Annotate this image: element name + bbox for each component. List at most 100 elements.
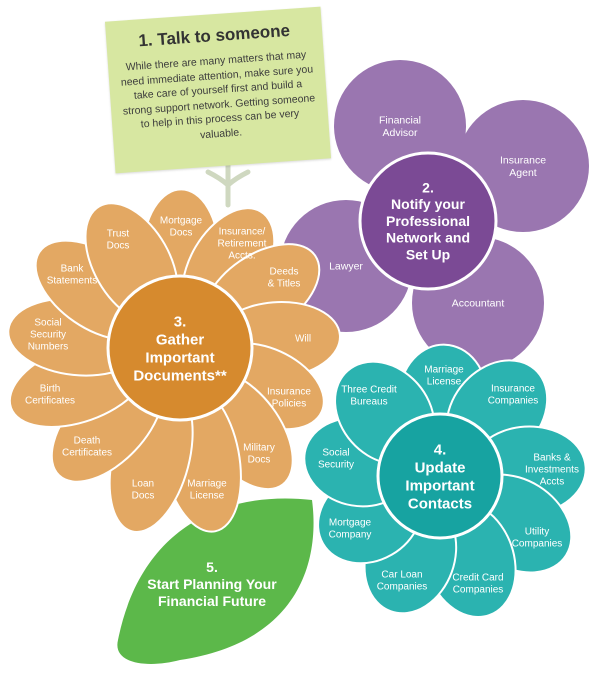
petal-marriage-license-label-line: License <box>190 491 225 502</box>
petal-marriage-license-contact-label-line: Marriage <box>424 364 464 375</box>
petal-car-loan-companies-label-line: Car Loan <box>381 569 422 580</box>
flower-center-label-line: 4. <box>434 441 447 458</box>
petal-lawyer-label: Lawyer <box>329 261 363 273</box>
petal-social-security-numbers-label-line: Security <box>30 330 66 341</box>
petal-insurance-retirement-label-line: Retirement <box>218 239 267 250</box>
flower-center-label-line: Update <box>415 459 466 476</box>
petal-birth-certificates-label-line: Birth <box>40 383 61 394</box>
petal-social-security-numbers-label-line: Numbers <box>28 342 69 353</box>
flower-center-label-line: Documents** <box>133 367 227 384</box>
petal-death-certificates-label-line: Death <box>74 435 101 446</box>
petal-financial-advisor-label-line: Financial <box>379 114 421 126</box>
step5-label-line: 5. <box>206 559 218 575</box>
petal-lawyer-label-line: Lawyer <box>329 261 363 273</box>
petal-mortgage-docs-label-line: Docs <box>170 228 193 239</box>
flower-center-label-line: Contacts <box>408 495 472 512</box>
flower-center-circle <box>376 412 504 540</box>
petal-insurance-policies-label-line: Policies <box>272 399 306 410</box>
petal-will-label: Will <box>295 334 311 345</box>
flower-center-label-line: 3. <box>174 313 187 330</box>
petal-military-docs-label-line: Docs <box>248 455 271 466</box>
flower-center-label-line: 2. <box>422 179 434 195</box>
petal-marriage-license-contact-label-line: License <box>427 377 462 388</box>
petal-social-security-label-line: Security <box>318 460 354 471</box>
petal-bank-statements-label-line: Bank <box>61 263 85 274</box>
petal-loan-docs-label-line: Loan <box>132 478 154 489</box>
petal-trust-docs-label-line: Docs <box>107 241 130 252</box>
petal-financial-advisor-label-line: Advisor <box>382 127 418 139</box>
petal-death-certificates-label-line: Certificates <box>62 448 112 459</box>
petal-social-security-label-line: Social <box>322 447 349 458</box>
petal-insurance-retirement-label-line: Insurance/ <box>219 226 266 237</box>
petal-loan-docs-label-line: Docs <box>132 491 155 502</box>
petal-birth-certificates-label-line: Certificates <box>25 396 75 407</box>
step5-label-line: Start Planning Your <box>147 576 277 592</box>
flower-center-label-line: Notify your <box>391 196 465 212</box>
flower-center-label-line: Professional <box>386 213 470 229</box>
petal-insurance-agent-label-line: Agent <box>509 167 537 179</box>
petal-banks-investments-label-line: Investments <box>525 465 579 476</box>
petal-will-label-line: Will <box>295 334 311 345</box>
flower-center-circle <box>106 274 254 422</box>
petal-three-credit-bureaus-label-line: Bureaus <box>350 397 387 408</box>
petal-deeds-titles-label: Deeds& Titles <box>268 266 301 289</box>
petal-accountant-label: Accountant <box>452 298 505 310</box>
petal-insurance-policies-label-line: Insurance <box>267 386 311 397</box>
petal-mortgage-company-label-line: Company <box>329 530 372 541</box>
step1-note: 1. Talk to someone While there are many … <box>104 6 332 174</box>
petal-mortgage-docs-label-line: Mortgage <box>160 215 203 226</box>
step1-body: While there are many matters that may ne… <box>120 48 316 141</box>
petal-banks-investments-label-line: Banks & <box>533 452 571 463</box>
petal-three-credit-bureaus-label-line: Three Credit <box>341 384 397 395</box>
stem-right-branch <box>225 169 251 188</box>
flower-center-label-line: Important <box>145 349 214 366</box>
petal-insurance-companies-label-line: Companies <box>488 396 539 407</box>
flower-center-label-line: Network and <box>386 230 470 246</box>
petal-insurance-companies-label-line: Insurance <box>491 383 535 394</box>
petal-mortgage-company-label-line: Mortgage <box>329 517 372 528</box>
petal-deeds-titles-label-line: & Titles <box>268 279 301 290</box>
flower-center-label-line: Gather <box>156 331 205 348</box>
petal-social-security-numbers-label-line: Social <box>34 317 61 328</box>
flower-center-label-line: Important <box>405 477 474 494</box>
flower-center-circle <box>358 151 498 291</box>
petal-credit-card-companies-label-line: Credit Card <box>452 572 503 583</box>
petal-utility-companies-label-line: Utility <box>525 526 549 537</box>
petal-banks-investments-label-line: Accts <box>540 477 564 488</box>
leaf-shape <box>117 498 314 664</box>
petal-car-loan-companies-label-line: Companies <box>377 582 428 593</box>
stem-left-branch <box>205 169 231 188</box>
leaf-step5 <box>117 498 314 664</box>
petal-accountant-label-line: Accountant <box>452 298 505 310</box>
